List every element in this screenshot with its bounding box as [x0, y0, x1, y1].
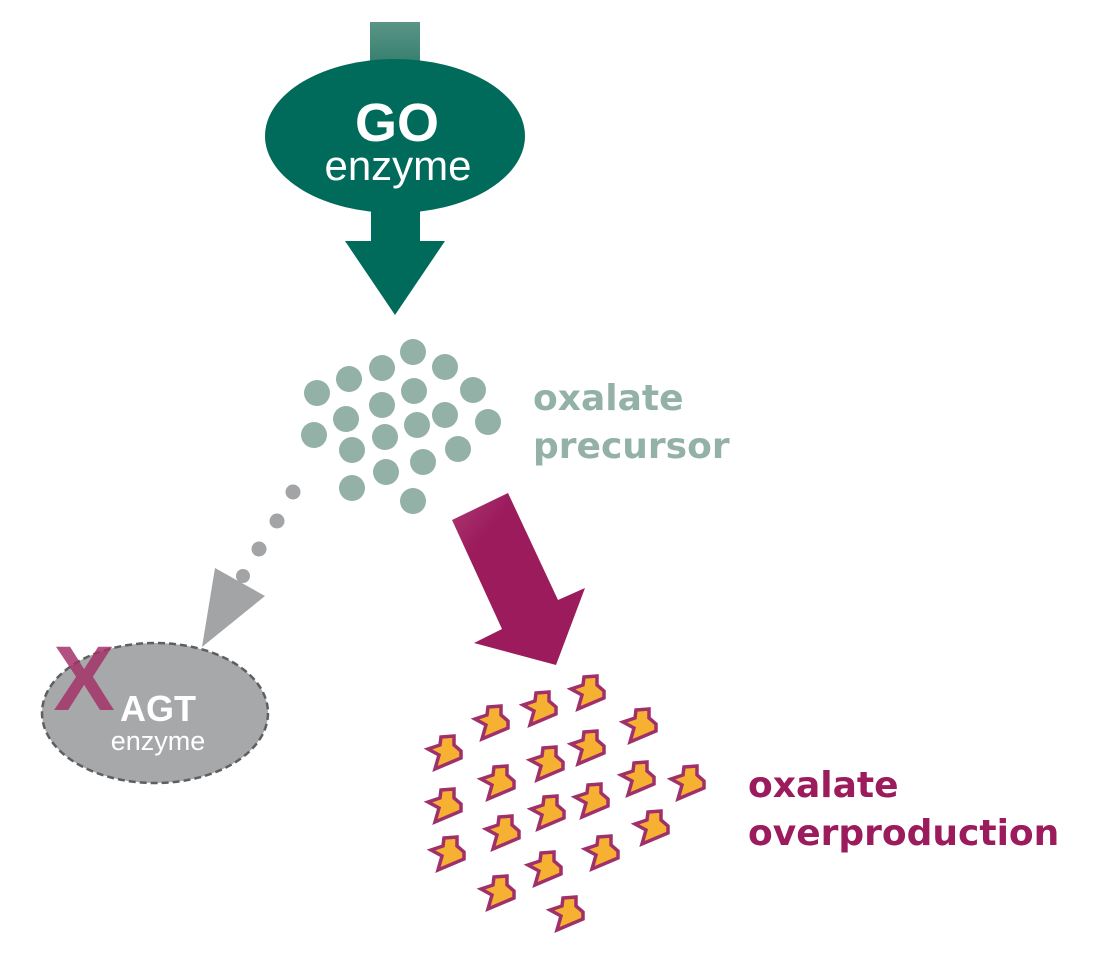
x-mark-icon: X	[53, 628, 114, 730]
star-icon	[518, 690, 558, 729]
circle-icon	[401, 378, 427, 404]
star-icon	[423, 734, 463, 773]
pathway-dot	[285, 484, 301, 500]
star-icon	[570, 782, 610, 821]
circle-icon	[369, 392, 395, 418]
star-icon	[476, 764, 516, 803]
go-enzyme-title: GO	[355, 93, 439, 153]
agt-enzyme-group: X AGT enzyme	[40, 628, 270, 785]
star-icon	[476, 874, 516, 913]
circle-icon	[301, 422, 327, 448]
down-arrow-icon	[345, 200, 445, 315]
star-icon	[580, 834, 620, 873]
overproduction-label-line2: overproduction	[748, 813, 1059, 854]
star-icon	[566, 729, 606, 768]
go-enzyme-subtitle: enzyme	[324, 142, 471, 189]
star-icon	[566, 674, 606, 713]
oxalate-crystals	[423, 674, 706, 934]
precursor-label-line2: precursor	[533, 426, 730, 467]
circle-icon	[336, 366, 362, 392]
star-icon	[525, 745, 565, 784]
circle-icon	[339, 475, 365, 501]
circle-icon	[404, 412, 430, 438]
circle-icon	[460, 377, 486, 403]
star-icon	[545, 895, 585, 934]
star-icon	[523, 850, 563, 889]
dotted-arrow-icon	[202, 484, 301, 647]
circle-icon	[445, 436, 471, 462]
circle-icon	[373, 459, 399, 485]
agt-enzyme-subtitle: enzyme	[111, 726, 206, 756]
agt-enzyme-ellipse	[40, 641, 270, 785]
go-enzyme-ellipse	[265, 59, 525, 213]
pathway-dot	[269, 513, 285, 529]
grey-arrowhead	[202, 568, 265, 647]
circle-icon	[372, 424, 398, 450]
star-icon	[618, 707, 658, 746]
star-icon	[616, 760, 656, 799]
star-icon	[426, 835, 466, 874]
circle-icon	[400, 488, 426, 514]
pathway-dot	[236, 569, 250, 583]
circle-icon	[432, 402, 458, 428]
star-icon	[630, 809, 670, 848]
oxalate-precursor-dots	[301, 339, 501, 514]
circle-icon	[475, 409, 501, 435]
circle-icon	[304, 380, 330, 406]
star-icon	[526, 794, 566, 833]
circle-icon	[432, 354, 458, 380]
overproduction-label-line1: oxalate	[748, 765, 899, 806]
go-enzyme-group: GO enzyme	[265, 22, 525, 315]
star-icon	[423, 787, 463, 826]
circle-icon	[369, 355, 395, 381]
precursor-label-line1: oxalate	[533, 378, 684, 419]
circle-icon	[333, 406, 359, 432]
diagonal-arrow-icon	[452, 493, 585, 665]
star-icon	[481, 814, 521, 853]
pathway-dot	[251, 541, 267, 557]
circle-icon	[400, 339, 426, 365]
agt-enzyme-title: AGT	[120, 688, 196, 729]
circle-icon	[410, 449, 436, 475]
star-icon	[470, 704, 510, 743]
circle-icon	[339, 437, 365, 463]
star-icon	[666, 764, 706, 803]
